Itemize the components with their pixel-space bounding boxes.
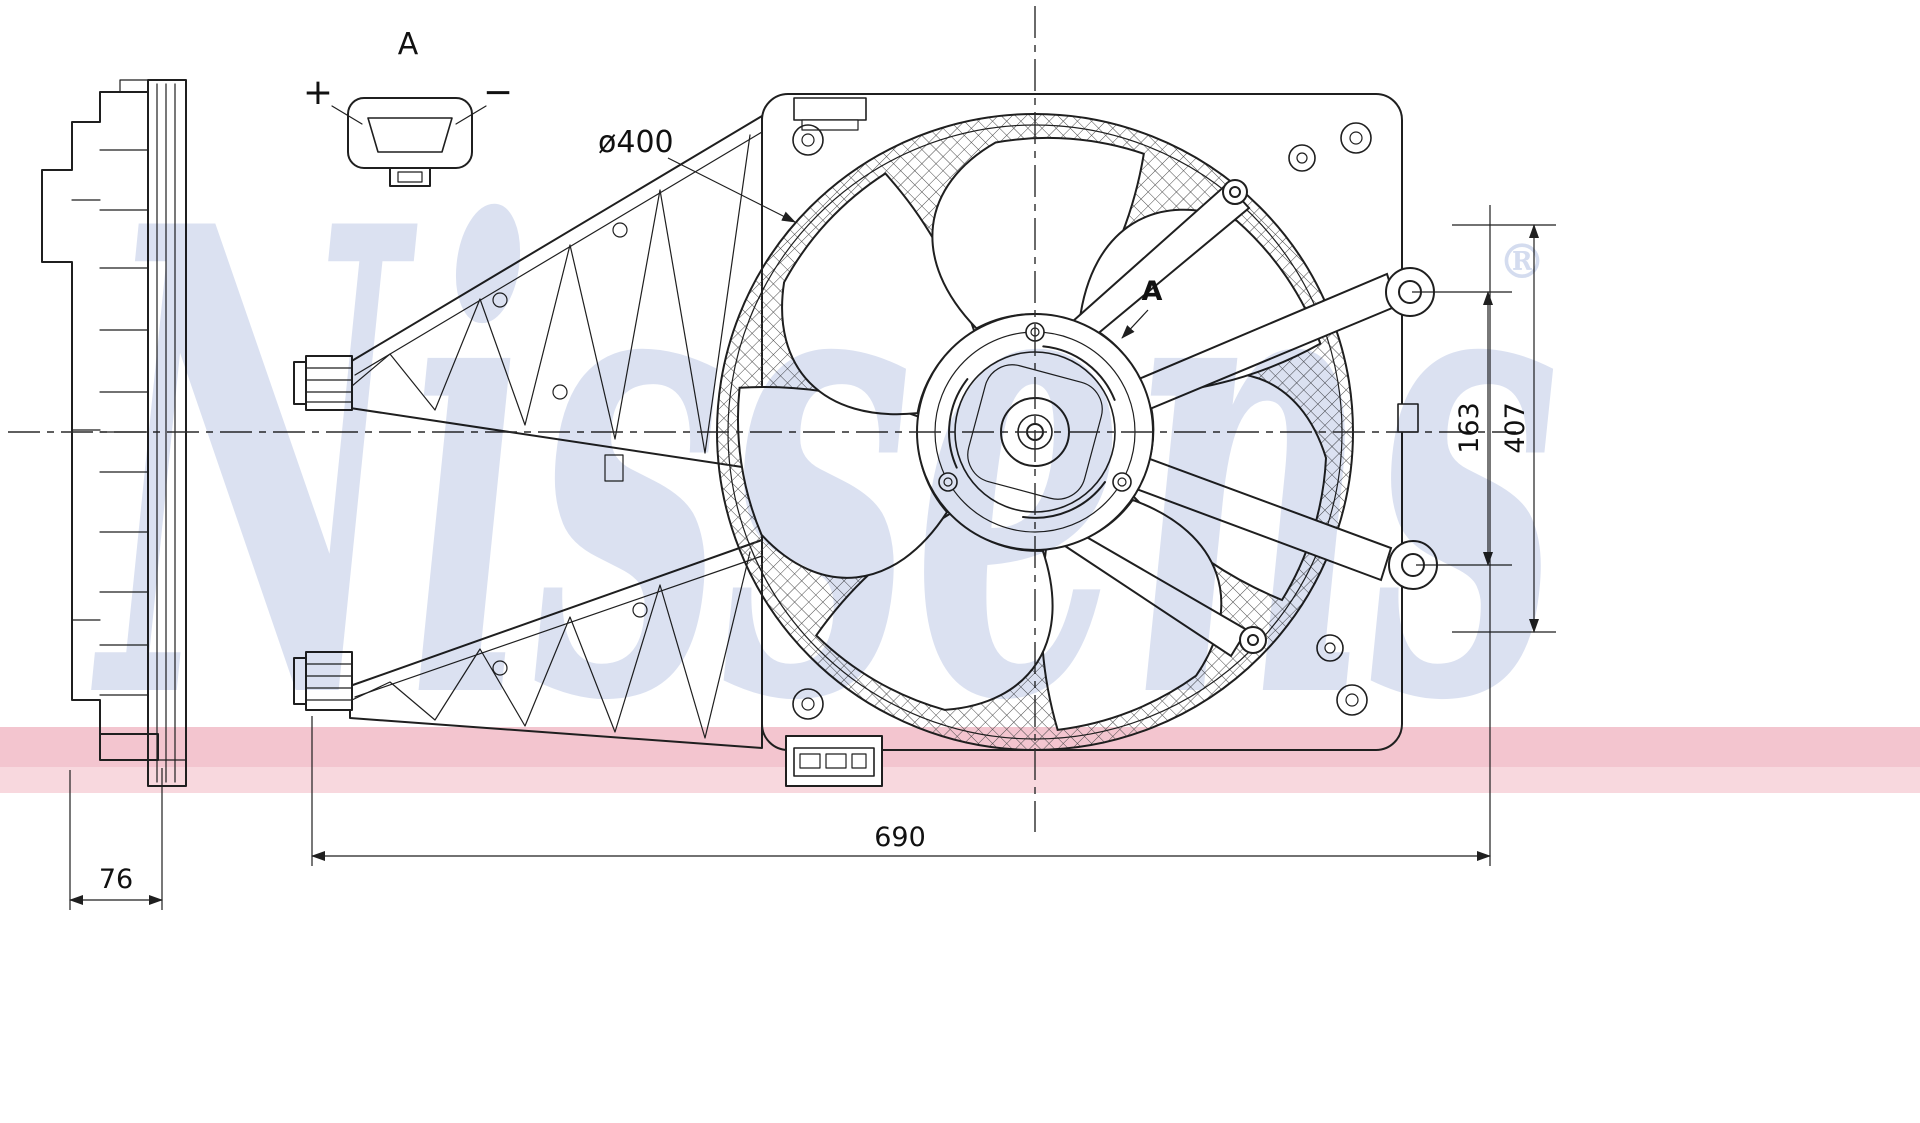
connector-leader-lines	[331, 105, 487, 125]
mount-hole-top-right	[1288, 144, 1316, 172]
dimension-overall-height: 407	[1452, 224, 1556, 633]
centerlines	[8, 6, 1516, 832]
view-arrow-label: A	[1142, 276, 1163, 307]
fan-shroud	[761, 93, 1419, 787]
corner-boss-bottom-right	[1336, 684, 1368, 716]
dimension-diameter: ø400	[598, 125, 796, 223]
corner-boss-top-right	[1340, 122, 1372, 154]
dimension-depth: 76	[69, 768, 163, 910]
corner-boss-top-left	[792, 124, 824, 156]
hub-screws	[938, 322, 1132, 492]
pivot-boss-lower	[293, 651, 353, 711]
view-arrow: A	[1121, 276, 1163, 339]
dimension-mount-spacing-label: 163	[1454, 402, 1485, 454]
connector-detail: A + −	[303, 27, 513, 187]
mount-hole-top-right-inner	[1296, 152, 1308, 164]
brand-watermark: Nissens	[90, 89, 1560, 841]
mount-hole-bottom-right	[1316, 634, 1344, 662]
pivot-boss-upper	[293, 355, 353, 411]
pink-band-light	[0, 767, 1920, 793]
side-view	[41, 79, 187, 787]
connector-minus-label: −	[483, 72, 513, 113]
dimension-diameter-label: ø400	[598, 125, 674, 160]
connector-plus-label: +	[303, 72, 333, 113]
dimension-mount-spacing: 163	[1412, 291, 1512, 566]
mount-hole-bottom-right-inner	[1324, 642, 1336, 654]
bottom-connector	[785, 735, 883, 787]
dimension-overall-width-label: 690	[874, 822, 926, 853]
dimension-overall-width: 690	[311, 205, 1491, 866]
corner-boss-bottom-left	[792, 688, 824, 720]
connector-detail-label: A	[398, 27, 419, 62]
dimension-depth-label: 76	[99, 864, 133, 895]
registered-trademark-icon: ®	[1498, 234, 1546, 290]
dimension-overall-height-label: 407	[1500, 402, 1531, 454]
